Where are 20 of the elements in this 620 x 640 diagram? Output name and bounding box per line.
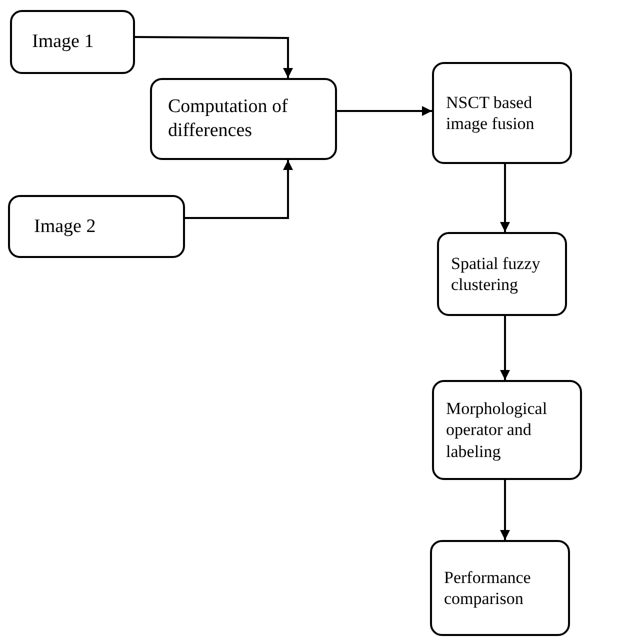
box-label: Performance comparison [444, 566, 532, 610]
arrow [500, 164, 510, 232]
arrow [500, 480, 510, 540]
process-box [8, 195, 185, 258]
box-label: Spatial fuzzy clustering [451, 252, 542, 296]
process-box [432, 62, 572, 164]
box-label: Image 1 [32, 30, 94, 54]
process-box [10, 10, 135, 74]
arrow [337, 106, 432, 116]
process-box [430, 540, 570, 636]
box-label: Morphological operator and labeling [446, 398, 548, 462]
box-label: Computation of differences [168, 95, 289, 143]
arrow [500, 316, 510, 380]
process-box [150, 78, 337, 160]
arrow [185, 160, 293, 219]
process-box [437, 232, 567, 316]
box-label: NSCT based image fusion [446, 92, 536, 134]
process-box [432, 380, 582, 480]
arrow [135, 36, 293, 78]
box-label: Image 2 [34, 214, 96, 238]
